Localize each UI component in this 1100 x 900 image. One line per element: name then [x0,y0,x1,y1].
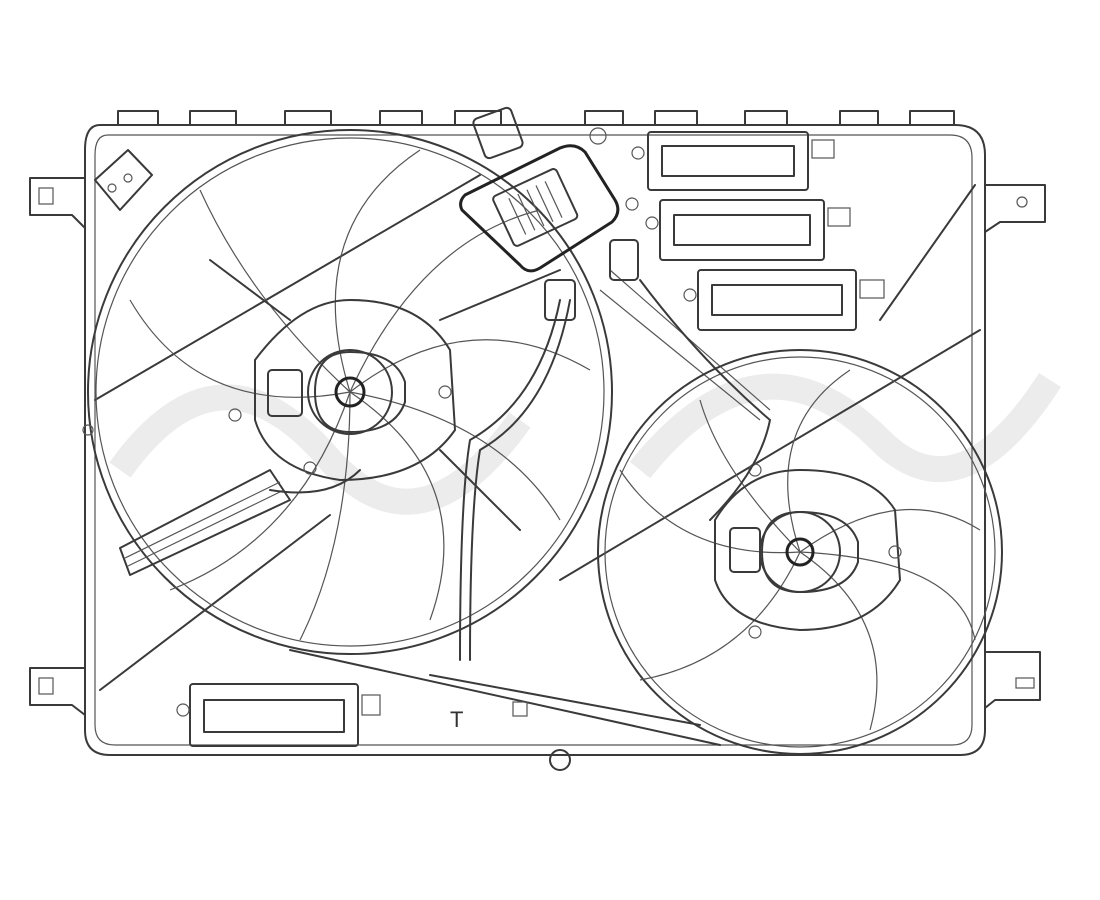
large-fan-hub [334,376,366,408]
control-module [459,106,639,321]
right-upper-bracket [984,184,1046,233]
flap-vent-4 [176,683,381,747]
wiring-harness [119,279,771,726]
flap-vent-1 [631,131,835,191]
shroud-frame [29,110,1046,771]
large-fan [87,129,613,655]
small-tab-marker [512,701,528,717]
watermark [109,372,1061,515]
left-upper-bracket [29,177,86,229]
small-fan-shroud-ring [597,349,1003,755]
small-fan-hub [785,537,815,567]
flap-vent-3 [683,269,885,331]
small-fan [597,349,1003,755]
large-fan-motor [307,349,393,435]
top-left-clip [94,149,153,211]
right-lower-bracket [984,651,1041,709]
drain-hole [549,749,571,771]
left-lower-bracket [29,667,86,716]
flap-vent-2 [645,199,851,261]
frame-struts [94,174,981,746]
marking-letter: T [450,707,463,732]
large-fan-shroud-ring [87,129,613,655]
module-connector [472,106,524,160]
